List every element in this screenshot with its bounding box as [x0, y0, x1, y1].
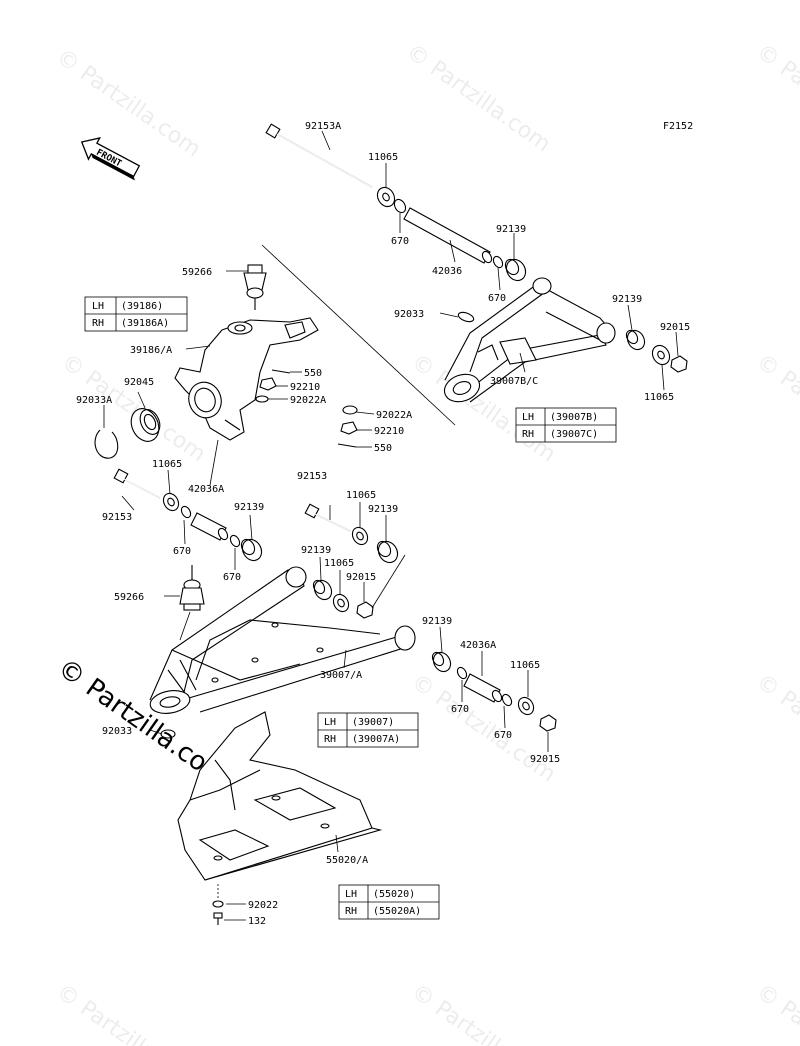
label-92153: 92153: [297, 471, 327, 482]
label-92022A: 92022A: [376, 410, 412, 421]
label-55020A: 55020/A: [326, 855, 368, 866]
label-670: 670: [391, 236, 409, 247]
label-92033: 92033: [394, 309, 424, 320]
table-cell-part: (55020): [373, 889, 415, 900]
label-92033: 92033: [102, 726, 132, 737]
table-cell-part: (39007C): [550, 429, 598, 440]
label-92153: 92153: [102, 512, 132, 523]
label-92139: 92139: [612, 294, 642, 305]
watermark: © Partzilla.com: [752, 979, 800, 1046]
table-cell-side: LH: [345, 889, 357, 900]
lower-pivot-group-right: [304, 502, 406, 619]
watermark: © Partzilla.com: [52, 979, 205, 1046]
label-92139: 92139: [496, 224, 526, 235]
watermark: © Partzilla.com: [407, 979, 560, 1046]
table-cell-part: (39186): [121, 301, 163, 312]
table-lower-arm: LH (39007) RH (39007A): [317, 712, 419, 748]
label-670: 670: [173, 546, 191, 557]
skid-plate: [177, 711, 383, 881]
bolt-92153A: [265, 123, 373, 188]
table-cell-side: RH: [522, 429, 534, 440]
label-42036: 42036: [432, 266, 462, 277]
label-92033A: 92033A: [76, 395, 112, 406]
label-92139: 92139: [234, 502, 264, 513]
label-11065: 11065: [152, 459, 182, 470]
label-92210: 92210: [374, 426, 404, 437]
watermark: © Partzilla.com: [52, 44, 205, 162]
label-11065: 11065: [644, 392, 674, 403]
upper-arm-assembly: [265, 123, 688, 403]
label-670: 670: [494, 730, 512, 741]
label-42036A: 42036A: [188, 484, 224, 495]
label-92015: 92015: [530, 754, 560, 765]
table-cell-side: RH: [92, 318, 104, 329]
table-cell-part: (39186A): [121, 318, 169, 329]
label-39186A: 39186/A: [130, 345, 172, 356]
table-cell-part: (39007A): [352, 734, 400, 745]
table-cell-side: LH: [324, 717, 336, 728]
watermark: © Partzilla.com: [752, 349, 800, 467]
label-670: 670: [488, 293, 506, 304]
table-knuckle: LH (39186) RH (39186A): [84, 296, 188, 332]
label-11065: 11065: [324, 558, 354, 569]
figure-id: F2152: [663, 121, 693, 132]
table-cell-side: LH: [92, 301, 104, 312]
label-92153A: 92153A: [305, 121, 341, 132]
label-92139: 92139: [368, 504, 398, 515]
label-11065: 11065: [346, 490, 376, 501]
part-labels: 92153A 11065 670 42036 92139 670 92033 9…: [76, 121, 690, 927]
label-670: 670: [223, 572, 241, 583]
lower-pivot-group-far-right: [431, 626, 557, 752]
label-39007BC: 39007B/C: [490, 376, 538, 387]
watermark: © Partzilla.com: [752, 669, 800, 787]
table-cell-side: RH: [345, 906, 357, 917]
bolt-132: [213, 912, 223, 925]
table-upper-arm: LH (39007B) RH (39007C): [515, 407, 617, 443]
label-92022A: 92022A: [290, 395, 326, 406]
table-skid-plate: LH (55020) RH (55020A): [338, 884, 440, 920]
label-92022: 92022: [248, 900, 278, 911]
label-92015: 92015: [660, 322, 690, 333]
label-42036A: 42036A: [460, 640, 496, 651]
table-cell-part: (39007B): [550, 412, 598, 423]
watermark: © Partzilla.com: [57, 349, 210, 467]
lower-pivot-group-left: [113, 468, 263, 570]
label-59266: 59266: [182, 267, 212, 278]
ball-joint-top: [243, 264, 267, 310]
watermark: © Partzilla.com: [402, 39, 555, 157]
label-11065: 11065: [368, 152, 398, 163]
lower-a-arm: [149, 565, 416, 739]
table-cell-part: (39007): [352, 717, 394, 728]
table-cell-side: RH: [324, 734, 336, 745]
label-39007A: 39007/A: [320, 670, 362, 681]
watermark: © Partzilla.com: [752, 39, 800, 157]
label-550: 550: [304, 368, 322, 379]
label-11065: 11065: [510, 660, 540, 671]
label-92139: 92139: [422, 616, 452, 627]
label-550: 550: [374, 443, 392, 454]
steering-knuckle: [174, 317, 319, 441]
ball-joint-bottom: [179, 565, 205, 611]
label-92139: 92139: [301, 545, 331, 556]
upper-a-arm: [443, 277, 616, 403]
washer-92022: [212, 900, 224, 908]
front-arrow-icon: FRONT: [80, 137, 141, 181]
label-92015: 92015: [346, 572, 376, 583]
label-92210: 92210: [290, 382, 320, 393]
knuckle-assembly: [94, 244, 456, 486]
label-132: 132: [248, 916, 266, 927]
label-92045: 92045: [124, 377, 154, 388]
table-cell-side: LH: [522, 412, 534, 423]
table-cell-part: (55020A): [373, 906, 421, 917]
label-670: 670: [451, 704, 469, 715]
label-59266: 59266: [114, 592, 144, 603]
